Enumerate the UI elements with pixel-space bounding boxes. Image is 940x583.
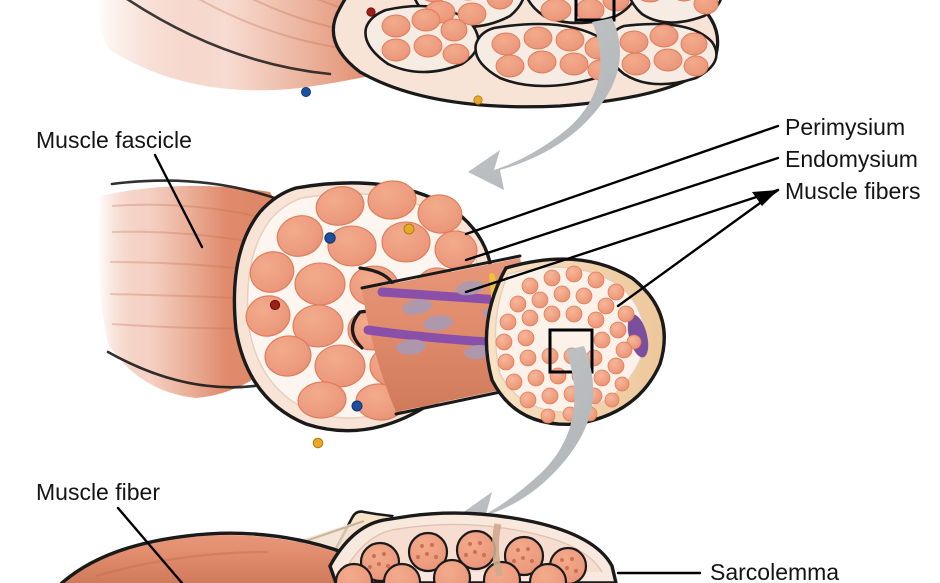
myofibril [503,535,545,577]
myofibril-bundles [334,529,588,583]
bottom-fiber-outline [60,531,344,583]
label-muscle-fibers: Muscle fibers [785,178,920,204]
myonucleus [402,299,432,315]
capillary-yellow-dot [403,223,415,235]
highlight-box-fiber [548,328,594,374]
capillary-blue-dot [300,87,311,98]
myonucleus [396,339,426,355]
zoom-arrow-muscle-to-fascicle [468,18,620,190]
capillary-yellow-dot [473,95,483,105]
leader-perimysium [464,124,780,236]
muscle-fiber-cell [276,215,324,257]
capillary-yellow-dot [312,437,324,449]
label-endomysium: Endomysium [785,146,918,172]
muscle-fiber-cell [315,186,365,226]
capillary-red-dot [269,299,281,311]
leader-muscle-fiber [116,506,184,583]
capillary-dots-top [300,7,483,105]
muscle-fiber-cell [297,381,347,419]
capillary-blue-dot [324,232,336,244]
myonucleus [464,344,492,360]
panel-myofibril-detail [60,510,618,583]
leader-muscle-fibers-lower [616,188,780,308]
leader-muscle-fibers-upper [464,188,780,294]
muscle-fiber-cell [367,180,417,220]
muscle-fiber-blobs-top [381,0,719,81]
myofibril [334,562,374,583]
label-sarcolemma: Sarcolemma [710,559,839,583]
myofilament-dots [367,540,579,574]
panel-muscle-fiber-cross-section [360,254,666,426]
muscle-fiber-cell [327,225,377,267]
bottom-fiber-body [60,535,372,583]
muscle-fiber-cell [292,304,344,348]
muscle-fiber-cell [381,221,431,263]
myofibril [432,558,472,583]
muscle-fiber-cell [417,194,463,234]
capillary-dots-fascicle [269,223,415,449]
muscle-fiber-cell [249,251,295,293]
label-muscle-fiber: Muscle fiber [36,479,160,505]
highlight-box-fascicle [574,0,616,22]
nerve-axon [377,287,505,305]
leader-arrowhead [752,190,778,206]
myofibril [382,562,422,583]
muscle-fiber-top-edge [360,254,522,290]
myofibril [528,562,568,583]
myonucleus [456,280,484,296]
fascicle-belly-top-edge [110,179,288,204]
muscle-fiber-cell [264,335,312,377]
myonucleus [423,315,453,331]
capillary-blue-dot [351,400,363,412]
muscle-fiber-cell [314,344,366,388]
whole-muscle-belly-edge [126,0,332,76]
leader-lines [116,124,780,583]
leader-endomysium [464,156,780,262]
muscle-fiber-cell [294,262,346,306]
annotation-labels: Muscle fascicle Perimysium Endomysium Mu… [36,114,920,583]
sarcoplasmic-reticulum [491,523,504,578]
label-muscle-fascicle: Muscle fascicle [36,127,192,153]
label-perimysium: Perimysium [785,114,905,140]
bottom-fiber-striation [95,550,269,578]
panel-whole-muscle-cross-section [96,0,722,109]
capillary-red-dot [366,7,376,17]
myofibril [407,531,449,573]
fascicle-belly-bottom-edge [106,350,270,389]
leader-muscle-fascicle [153,153,204,249]
